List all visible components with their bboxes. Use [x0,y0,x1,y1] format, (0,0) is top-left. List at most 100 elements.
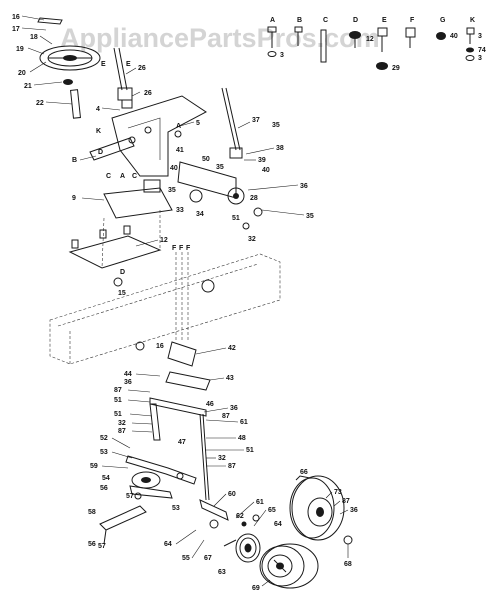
callout-26b: 26 [144,90,152,97]
sub-letter-f2: F [179,245,184,252]
callout-65: 65 [268,507,276,514]
sub-letter-b: B [72,157,77,164]
callout-12: 12 [160,237,168,244]
mounting-plate: 9 12 D 15 [68,187,173,297]
callout-29: 29 [392,65,400,72]
callout-87e: 87 [342,498,350,505]
callout-87b: 87 [118,428,126,435]
callout-21: 21 [24,83,32,90]
callout-35c: 35 [168,187,176,194]
callout-41: 41 [176,147,184,154]
steering-column-area: E E 26 26 4 K B D A 5 41 40 [72,47,207,177]
callout-47: 47 [178,439,186,446]
callout-51a: 51 [232,215,240,222]
sub-letter-a: A [176,123,181,130]
wheel-pulley-assembly: 60 61 62 65 64 67 63 69 66 73 [199,469,358,592]
callout-5: 5 [196,120,200,127]
callout-42: 42 [228,345,236,352]
callout-64: 64 [164,541,172,548]
callout-26a: 26 [138,65,146,72]
callout-55: 55 [182,555,190,562]
steering-linkage: 16 42 43 44 36 87 51 51 32 87 46 36 87 6… [114,341,254,501]
callout-58: 58 [88,509,96,516]
hardware-letter-b: B [297,17,302,24]
callout-63: 63 [218,569,226,576]
callout-62: 62 [236,513,244,520]
callout-40b: 40 [450,33,458,40]
callout-87a: 87 [114,387,122,394]
pedal-linkage: 52 53 59 54 56 57 58 56 57 53 64 55 [88,435,205,562]
callout-64b: 64 [274,521,282,528]
callout-38: 38 [276,145,284,152]
hardware-letter-c: C [323,17,328,24]
sub-letter-c: C [106,173,111,180]
callout-12b: 12 [366,36,374,43]
callout-36d: 36 [350,507,358,514]
sub-letter-f3: F [186,245,191,252]
callout-59: 59 [90,463,98,470]
callout-36b: 36 [124,379,132,386]
sub-letter-f1: F [172,245,177,252]
callout-32a: 32 [248,236,256,243]
callout-51b: 51 [114,397,122,404]
callout-74: 74 [478,47,486,54]
callout-36c: 36 [230,405,238,412]
callout-33: 33 [176,207,184,214]
callout-37: 37 [252,117,260,124]
callout-51d: 51 [246,447,254,454]
callout-56b: 56 [88,541,96,548]
callout-17: 17 [12,26,20,33]
callout-43: 43 [226,375,234,382]
callout-51c: 51 [114,411,122,418]
callout-54: 54 [102,475,110,482]
steering-wheel-assembly: 16 17 18 19 20 21 22 [12,14,101,119]
drag-link-assembly: 37 35 38 39 50 35 40 C A C 36 35 33 34 2… [106,87,314,243]
callout-60: 60 [228,491,236,498]
callout-36: 36 [300,183,308,190]
callout-61: 61 [240,419,248,426]
callout-9: 9 [72,195,76,202]
callout-57: 57 [126,493,134,500]
callout-73: 73 [334,489,342,496]
callout-46: 46 [206,401,214,408]
callout-57b: 57 [98,543,106,550]
watermark-text: AppliancePartsPros.com [60,23,380,53]
callout-3b: 3 [478,55,482,62]
callout-18: 18 [30,34,38,41]
callout-53: 53 [100,449,108,456]
callout-34: 34 [196,211,204,218]
callout-15: 15 [118,290,126,297]
hardware-letter-d: D [353,17,358,24]
callout-78: 40 [170,165,178,172]
hardware-letter-a: A [270,17,275,24]
callout-53b: 53 [172,505,180,512]
callout-87d: 87 [228,463,236,470]
callout-32b: 32 [118,420,126,427]
callout-50: 50 [202,156,210,163]
callout-35d: 35 [306,213,314,220]
hardware-letter-k: K [470,17,475,24]
callout-69: 69 [252,585,260,592]
callout-66: 66 [300,469,308,476]
sub-letter-e: E [101,61,106,68]
callout-32c: 32 [218,455,226,462]
callout-52: 52 [100,435,108,442]
callout-28: 28 [250,195,258,202]
callout-56: 56 [100,485,108,492]
hardware-letter-g: G [440,17,446,24]
sub-letter-e2: E [126,61,131,68]
callout-35b: 35 [216,164,224,171]
tractor-frame: F F F [49,245,281,365]
callout-16b: 16 [156,343,164,350]
callout-61b: 61 [256,499,264,506]
callout-48: 48 [238,435,246,442]
callout-20: 20 [18,70,26,77]
sub-letter-d: D [98,149,103,156]
sub-letter-k: K [96,128,101,135]
callout-4: 4 [96,106,100,113]
callout-22: 22 [36,100,44,107]
callout-16: 16 [12,14,20,21]
callout-40: 40 [262,167,270,174]
callout-68: 68 [344,561,352,568]
